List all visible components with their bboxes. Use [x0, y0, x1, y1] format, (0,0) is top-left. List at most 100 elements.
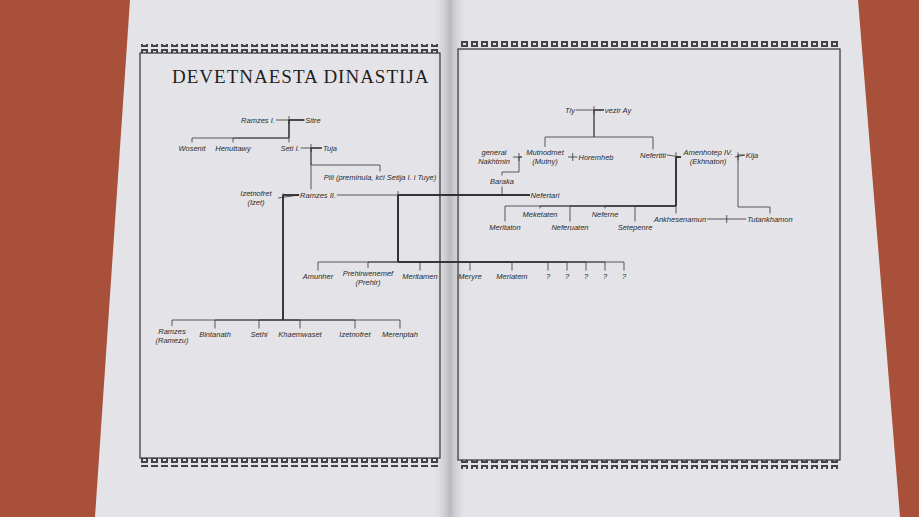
person-name: Wosenit [177, 143, 206, 154]
person-name: Izetnofret [338, 329, 371, 340]
person-name: Amenhotep IV. (Ekhnaton) [681, 147, 735, 167]
family-line [605, 157, 681, 209]
family-line [635, 157, 681, 222]
marriage-cross [726, 215, 727, 223]
person-name-text: Izetnofret [339, 330, 370, 339]
person-name-text: Ramzes II. [300, 191, 336, 200]
person-name-text: ? [622, 272, 626, 281]
person-name: Khaemwaset [277, 329, 322, 340]
person-name-text: Sethi [250, 330, 267, 339]
person-name: Ramzes (Ramezu) [149, 326, 195, 346]
person-name-text: Baraka [490, 177, 514, 186]
person-name-text: Meryre [458, 272, 481, 281]
person-name: Neferne [591, 209, 620, 220]
person-name: Horemheb [577, 152, 614, 163]
marriage-cross [398, 191, 399, 199]
person-name-text: Nefertari [531, 191, 560, 200]
person-name-text: ? [565, 272, 569, 281]
marriage-cross [572, 153, 573, 161]
book-pages [95, 0, 900, 517]
marriage-cross [289, 116, 290, 124]
person-name-text: Sitre [305, 116, 320, 125]
ornament-band [458, 460, 840, 469]
person-name: Tuja [322, 143, 338, 154]
person-name: Setepenre [617, 222, 654, 233]
person-name: Tutankhamon [746, 214, 793, 225]
family-line [172, 195, 299, 326]
person-name-text: Pili (preminula, kći Setija I. i Tuye) [319, 173, 441, 182]
person-name: ? [545, 271, 551, 282]
person-name: Prehirwenemef (Prehir) [338, 268, 398, 288]
family-line [505, 157, 681, 222]
person-name: Amunher [302, 271, 334, 282]
person-name-text: Ramzes (Ramezu) [150, 327, 194, 345]
person-name: Ramzes II. [299, 190, 337, 201]
person-name: Meritamen [401, 271, 438, 282]
person-name: Bintanath [198, 329, 232, 340]
person-name: ? [602, 271, 608, 282]
family-line [594, 110, 653, 150]
person-name: Meketaten [521, 209, 558, 220]
person-name-text: Setepenre [618, 223, 653, 232]
person-name-text: Tutankhamon [747, 215, 792, 224]
person-name: ? [621, 271, 627, 282]
person-name: Henuttawy [214, 143, 251, 154]
person-name-text: Nefertiti [640, 151, 666, 160]
person-name-text: Prehirwenemef (Prehir) [339, 269, 397, 287]
person-name-text: Amenhotep IV. (Ekhnaton) [682, 148, 734, 166]
person-name-text: Neferuaten [551, 223, 588, 232]
family-line [259, 195, 299, 329]
person-name-text: Meritamen [402, 272, 437, 281]
person-name: Sethi [249, 329, 268, 340]
person-name: Meryre [457, 271, 482, 282]
person-name: Nefertari [530, 190, 561, 201]
person-name: general Nakhtmin [475, 147, 513, 167]
marriage-cross [738, 152, 739, 160]
family-line [311, 148, 380, 172]
person-name: Kija [745, 150, 760, 161]
marriage-cross [594, 106, 595, 114]
marriage-cross [676, 152, 677, 160]
family-line [278, 195, 299, 198]
person-name-text: Neferne [592, 210, 619, 219]
person-name: Nefertiti [639, 150, 667, 161]
person-name-text: Mutnodmet (Mutny) [523, 148, 567, 166]
page-title: DEVETNAESTA DINASTIJA [172, 66, 430, 88]
family-line [676, 157, 681, 214]
person-name-text: Wosenit [178, 144, 205, 153]
person-name: ? [583, 271, 589, 282]
person-name-text: Kija [746, 151, 759, 160]
person-name: Tiy [564, 105, 576, 116]
person-name-text: Bintanath [199, 330, 231, 339]
person-name: Mutnodmet (Mutny) [522, 147, 568, 167]
person-name-text: ? [584, 272, 588, 281]
family-line [540, 157, 681, 209]
person-name: Neferuaten [550, 222, 589, 233]
person-name: Meritaton [488, 222, 521, 233]
page-frame [458, 49, 840, 460]
person-name: Meriatem [495, 271, 528, 282]
person-name-text: Khaemwaset [278, 330, 321, 339]
person-name: ? [564, 271, 570, 282]
ornament-band [140, 458, 440, 467]
family-line [570, 157, 681, 222]
marriage-cross [311, 144, 312, 152]
person-name: Merenptah [381, 329, 419, 340]
family-line [283, 195, 300, 329]
family-line [289, 120, 304, 143]
family-line [215, 195, 299, 329]
person-name-text: Tuja [323, 144, 337, 153]
person-name: Ankhesenamun [653, 214, 707, 225]
person-name: Seti I. [279, 143, 300, 154]
person-name-text: Amunher [303, 272, 333, 281]
person-name-text: Ankhesenamun [654, 215, 706, 224]
person-name: Baraka [489, 176, 515, 187]
family-line [311, 148, 322, 190]
family-line [738, 155, 770, 214]
person-name: vezir Ay [604, 105, 632, 116]
person-name-text: Henuttawy [215, 144, 250, 153]
person-name: Ramzes I. [240, 115, 276, 126]
person-name-text: Merenptah [382, 330, 418, 339]
person-name: Izetnofret (Izet) [234, 188, 278, 208]
person-name: Pili (preminula, kći Setija I. i Tuye) [318, 172, 442, 183]
